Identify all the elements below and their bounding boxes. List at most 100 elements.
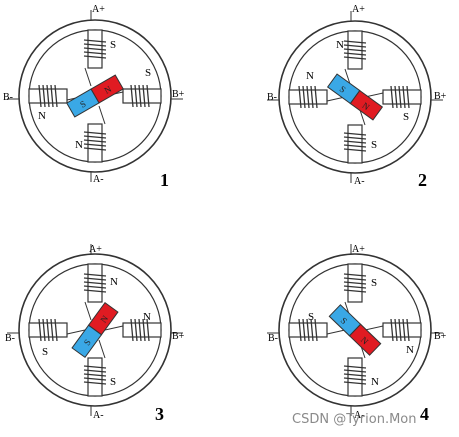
pole-right-coil-winding — [146, 84, 150, 108]
pole-top-coil-winding — [83, 47, 107, 51]
pole-bottom-coil-winding — [83, 369, 107, 373]
pole-left-label: N — [306, 70, 314, 82]
pole-right-coil-winding — [394, 85, 398, 109]
pole-bottom-label: N — [75, 139, 83, 151]
pole-right-coil-winding — [402, 85, 406, 109]
pole-right-coil-winding — [398, 318, 402, 342]
pole-top-label: S — [110, 39, 116, 51]
pole-left-coil-winding — [314, 85, 318, 109]
pole-right-coil-winding — [130, 318, 134, 342]
pole-top-coil-winding — [343, 289, 367, 293]
magnet-north-label: N — [359, 335, 371, 347]
magnet-south-label: S — [338, 84, 348, 95]
pole-left-coil-winding — [38, 84, 42, 108]
pole-right-coil-winding — [134, 318, 138, 342]
pole-left-label: N — [38, 110, 46, 122]
label-a-plus: A+ — [89, 244, 102, 255]
pole-right-label: N — [406, 344, 414, 356]
wire-arm — [364, 325, 384, 331]
pole-top-coil-winding — [83, 277, 107, 281]
pole-left-label: S — [42, 346, 48, 358]
pole-left-coil-winding — [298, 318, 302, 342]
pole-right-coil-winding — [406, 85, 410, 109]
pole-bottom-coil-winding — [83, 135, 107, 139]
wire-arm — [84, 67, 92, 87]
label-a-minus: A- — [354, 176, 365, 187]
label-b-plus: B+ — [172, 331, 185, 342]
wire-arm — [326, 329, 346, 335]
pole-left-coil-winding — [54, 318, 58, 342]
stator-outer-ring — [18, 19, 172, 173]
wire-arm — [98, 105, 106, 125]
label-b-minus: B- — [268, 333, 278, 344]
pole-bottom-coil-winding — [83, 365, 107, 369]
pole-right-coil-winding — [142, 318, 146, 342]
pole-top-label: N — [336, 39, 344, 51]
pole-right-coil-winding — [398, 85, 402, 109]
wire-arm — [66, 329, 86, 335]
pole-top-coil-winding — [83, 285, 107, 289]
stator-outer-ring — [18, 253, 172, 407]
rotor-magnet: NS — [71, 301, 119, 359]
pole-top-coil-winding — [83, 289, 107, 293]
stator-outer-ring — [278, 20, 432, 174]
stator-outer-ring — [278, 253, 432, 407]
diagram-number: 1 — [160, 170, 169, 190]
pole-bottom-coil-winding — [83, 373, 107, 377]
pole-top-coil-winding — [343, 273, 367, 277]
pole-right-coil-winding — [142, 84, 146, 108]
pole-left-coil-winding — [50, 84, 54, 108]
pole-top-coil-winding — [83, 51, 107, 55]
pole-left-coil-winding — [46, 84, 50, 108]
pole-top-coil-winding — [343, 52, 367, 56]
magnet-south-half — [71, 324, 103, 359]
label-b-minus: B- — [3, 92, 13, 103]
magnet-south-half — [66, 88, 100, 118]
pole-left-coil-winding — [50, 318, 54, 342]
pole-right-label: N — [143, 311, 151, 323]
pole-bottom-label: S — [110, 376, 116, 388]
magnet-south-label: S — [339, 315, 350, 326]
pole-bottom-coil-winding — [343, 369, 367, 373]
pole-right-body — [382, 322, 422, 338]
pole-left-coil-winding — [306, 85, 310, 109]
diagram-number: 3 — [155, 404, 164, 424]
watermark: CSDN @Tyrion.Mon — [292, 412, 417, 427]
pole-right-coil-winding — [402, 318, 406, 342]
pole-top-coil-winding — [83, 39, 107, 43]
pole-left-coil-winding — [38, 318, 42, 342]
pole-bottom-coil-winding — [343, 365, 367, 369]
wire-arm — [104, 325, 124, 331]
pole-left-coil-winding — [314, 318, 318, 342]
magnet-south-label: S — [82, 337, 93, 347]
pole-left-coil-winding — [298, 85, 302, 109]
pole-left-coil-winding — [306, 318, 310, 342]
pole-bottom-coil-winding — [83, 147, 107, 151]
magnet-south-half — [326, 73, 361, 105]
pole-bottom-body — [347, 357, 363, 397]
pole-top-coil-winding — [83, 273, 107, 277]
wire-arm — [84, 301, 92, 321]
pole-bottom-coil-winding — [343, 148, 367, 152]
magnet-north-label: N — [360, 100, 372, 112]
diagram-number: 2 — [418, 170, 427, 190]
pole-right-coil-winding — [146, 318, 150, 342]
pole-top-coil-winding — [343, 285, 367, 289]
pole-bottom-coil-winding — [83, 381, 107, 385]
pole-bottom-coil-winding — [343, 140, 367, 144]
pole-right-label: S — [145, 67, 151, 79]
pole-left-coil-winding — [54, 84, 58, 108]
rotor-magnet: NS — [66, 74, 124, 118]
magnet-south-half — [328, 304, 362, 337]
diagram-number: 4 — [420, 404, 429, 424]
label-b-plus: B+ — [434, 91, 447, 102]
pole-left-coil-winding — [46, 318, 50, 342]
magnet-north-label: N — [103, 84, 114, 96]
pole-bottom-coil-winding — [343, 132, 367, 136]
pole-bottom-coil-winding — [343, 144, 367, 148]
pole-right-coil-winding — [406, 318, 410, 342]
